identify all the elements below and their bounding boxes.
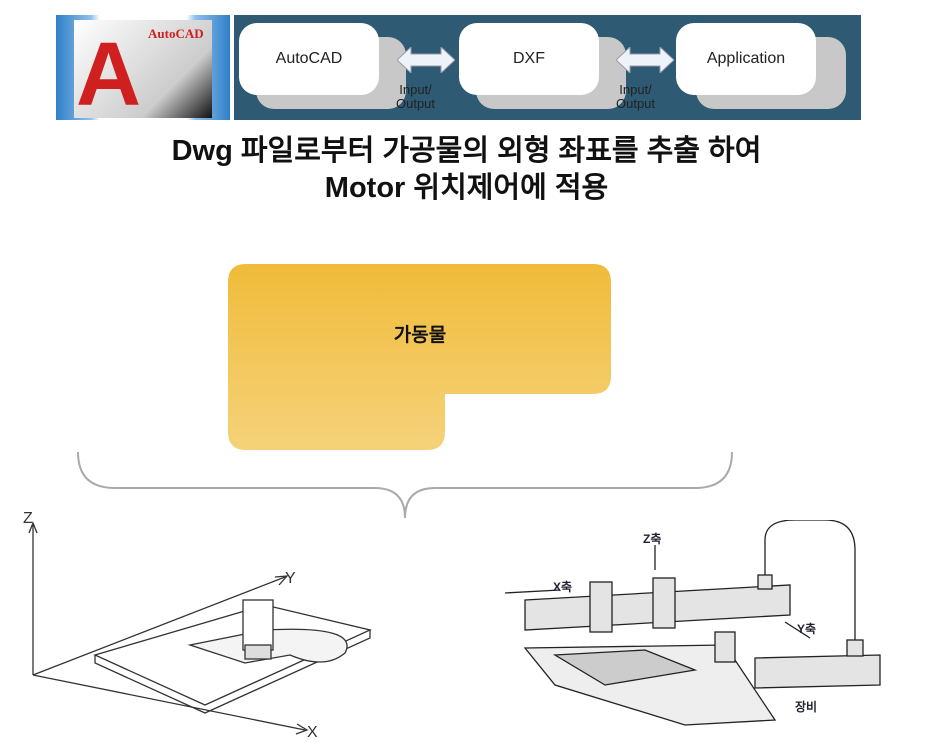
y-axis-label: Y축	[797, 622, 817, 636]
device-label: 장비	[795, 700, 818, 714]
io-label: Input/ Output	[616, 82, 656, 111]
double-arrow-icon	[616, 47, 674, 73]
xyz-plate-diagram: Z Y X	[23, 510, 372, 741]
gantry-machine-diagram: Z축 X축 Y축 장비	[495, 520, 895, 750]
x-axis-label: X축	[553, 580, 573, 594]
axis-y-label: Y	[285, 570, 296, 587]
double-arrow-icon	[397, 47, 455, 73]
flow-box-autocad: AutoCAD	[239, 23, 379, 95]
mover-shape	[228, 264, 611, 450]
axis-x-label: X	[307, 724, 318, 741]
logo-text: AutoCAD	[148, 26, 204, 41]
title-line-1: Dwg 파일로부터 가공물의 외형 좌표를 추출 하여	[171, 135, 762, 167]
title-block: Dwg 파일로부터 가공물의 외형 좌표를 추출 하여 Motor 위치제어에 …	[0, 133, 933, 207]
logo-letter: A	[76, 25, 141, 118]
axis-z-label: Z	[23, 510, 33, 527]
title-line-2: Motor 위치제어에 적용	[324, 172, 609, 204]
flow-box-dxf: DXF	[459, 23, 599, 95]
z-axis-label: Z축	[643, 532, 662, 546]
brace	[77, 451, 733, 519]
flow-diagram: AutoCAD DXF Application Input/ Output In…	[234, 15, 861, 120]
mover-label: 가동물	[393, 325, 447, 346]
autocad-logo: A AutoCAD	[56, 15, 230, 120]
io-label: Input/ Output	[396, 82, 436, 111]
flow-box-application: Application	[676, 23, 816, 95]
